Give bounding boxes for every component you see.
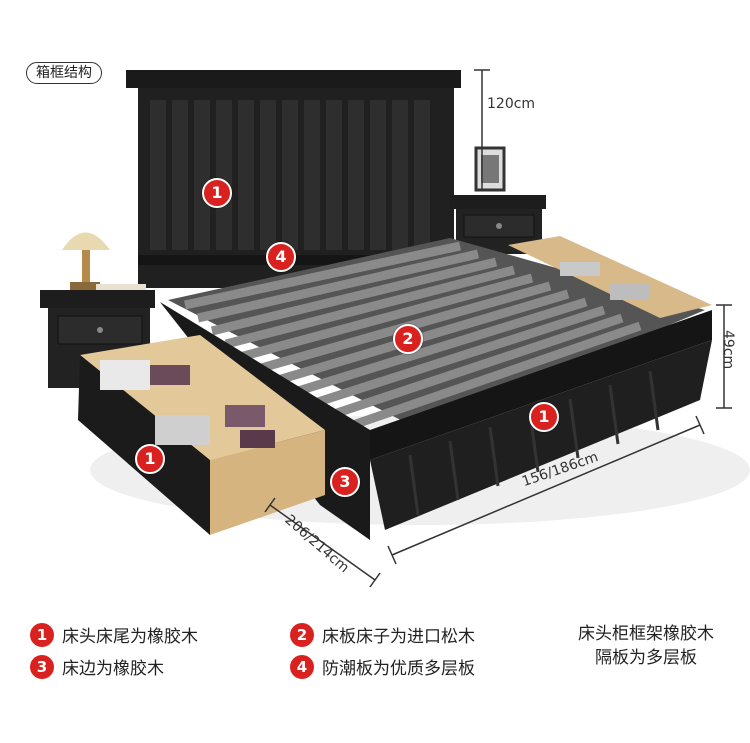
nightstand-material-note: 床头柜框架橡胶木 隔板为多层板 [556,622,736,670]
right-nightstand [450,146,546,254]
legend-text: 床边为橡胶木 [62,659,164,679]
marker-side-rail: 3 [330,467,360,497]
footboard [370,310,712,530]
legend-text: 防潮板为优质多层板 [322,659,475,679]
bed-illustration [40,69,750,588]
marker-headboard: 1 [202,178,232,208]
headboard-height-label: 120cm [487,96,536,112]
legend-number: 2 [290,622,314,647]
side-height-label: 49cm [720,330,736,370]
marker-slats: 2 [393,324,423,354]
legend-number: 4 [290,654,314,679]
legend-item-4: 4 防潮板为优质多层板 [290,654,475,679]
note-line-2: 隔板为多层板 [595,648,697,668]
marker-footboard: 1 [529,402,559,432]
note-line-1: 床头柜框架橡胶木 [578,624,714,644]
marker-drawer: 1 [135,444,165,474]
structure-tag: 箱框结构 [26,62,102,84]
legend-number: 1 [30,622,54,647]
dimension-lines [264,69,732,588]
legend-number: 3 [30,654,54,679]
legend-text: 床头床尾为橡胶木 [62,627,198,647]
legend-text: 床板床子为进口松木 [322,627,475,647]
bed-slats [168,238,705,440]
marker-moisture-board: 4 [266,242,296,272]
legend-item-1: 1 床头床尾为橡胶木 [30,622,198,647]
material-legend: 1 床头床尾为橡胶木 2 床板床子为进口松木 3 床边为橡胶木 4 防潮板为优质… [0,612,750,722]
legend-item-3: 3 床边为橡胶木 [30,654,164,679]
right-storage [508,236,712,318]
legend-item-2: 2 床板床子为进口松木 [290,622,475,647]
